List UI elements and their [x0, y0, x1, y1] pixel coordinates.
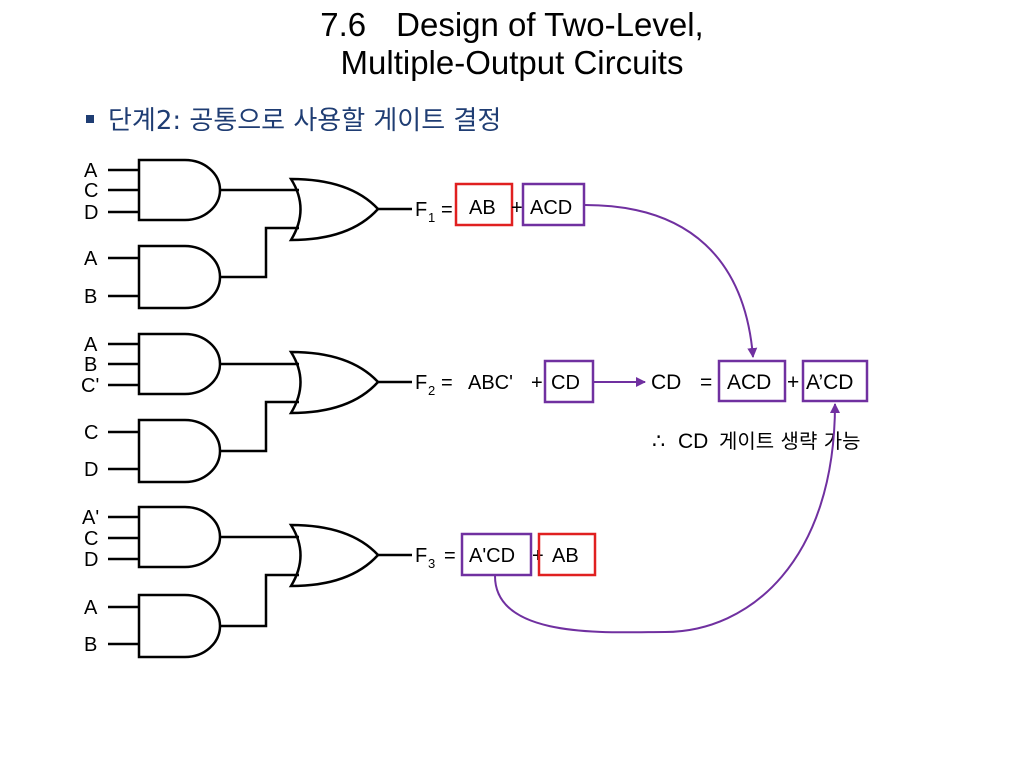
- circuit-f2: [108, 332, 412, 484]
- input-label: B: [84, 634, 97, 656]
- title-line-1: 7.6 Design of Two-Level,: [0, 6, 1024, 44]
- wire: [220, 573, 299, 628]
- input-label: D: [84, 202, 98, 224]
- equals-sign: =: [441, 372, 453, 394]
- term-a-prime-cd: A'CD: [469, 545, 515, 567]
- conclusion: ∴ CD 게이트 생략 가능: [652, 429, 861, 453]
- wire: [220, 400, 299, 453]
- and-gate-2: [137, 418, 222, 484]
- input-label: C: [84, 180, 98, 202]
- term-cd: CD: [551, 372, 580, 394]
- title-line-2: Multiple-Output Circuits: [340, 44, 684, 81]
- and-gate-2: [137, 244, 222, 310]
- circuit-f2-labels: A B C' C D: [81, 334, 99, 481]
- arrow-a-prime-cd-to-expression: [494, 403, 840, 634]
- plus-sign: +: [787, 371, 799, 394]
- section-number: 7.6: [320, 6, 367, 43]
- highlight-box-purple: [801, 359, 869, 403]
- input-label: C: [84, 528, 98, 550]
- conclusion-cd: CD: [678, 430, 708, 453]
- function-name: F: [415, 545, 427, 567]
- cd-expression: CD = ACD + A’CD: [651, 359, 869, 403]
- input-label: C: [84, 422, 98, 444]
- slide-title: 7.6 Design of Two-Level, Multiple-Output …: [0, 6, 1024, 82]
- highlight-box-red: [537, 532, 597, 577]
- term-acd: ACD: [727, 371, 771, 394]
- input-label: D: [84, 549, 98, 571]
- therefore-icon: ∴: [652, 430, 665, 453]
- input-label: A: [84, 160, 98, 182]
- input-label: A': [82, 507, 99, 529]
- arrow-acd-to-expression: [584, 204, 758, 358]
- and-gate-1: [137, 158, 222, 222]
- input-label: D: [84, 459, 98, 481]
- equation-f2: F 2 = ABC' + CD: [415, 359, 595, 404]
- input-label: A: [84, 597, 98, 619]
- circuit-f1-labels: A C D A B: [84, 160, 98, 308]
- bullet-square-icon: [86, 114, 94, 123]
- function-subscript: 1: [428, 210, 435, 225]
- term-ab: AB: [552, 545, 579, 567]
- or-gate: [288, 523, 380, 588]
- title-text-1: Design of Two-Level,: [396, 6, 704, 43]
- term-a-prime-cd: A’CD: [806, 371, 853, 394]
- arrows: [494, 204, 840, 634]
- bullet-point: 단계2: 공통으로 사용할 게이트 결정: [86, 100, 501, 137]
- equation-f3: F 3 = A'CD + AB: [415, 532, 597, 577]
- term-abc-prime: ABC': [468, 372, 513, 394]
- wire: [220, 226, 299, 279]
- circuit-f3-labels: A' C D A B: [82, 507, 99, 656]
- highlight-box-purple: [460, 532, 533, 577]
- plus-sign: +: [511, 197, 523, 219]
- conclusion-text: 게이트 생략 가능: [719, 429, 861, 453]
- and-gate-1: [137, 505, 222, 569]
- input-label: A: [84, 334, 98, 356]
- and-gate-2: [137, 593, 222, 659]
- bullet-text: 단계2: 공통으로 사용할 게이트 결정: [108, 106, 502, 136]
- function-subscript: 3: [428, 556, 435, 571]
- input-label: A: [84, 248, 98, 270]
- function-subscript: 2: [428, 383, 435, 398]
- circuit-f3: [108, 505, 412, 659]
- term-acd: ACD: [530, 197, 572, 219]
- input-label: C': [81, 375, 99, 397]
- equation-f1: F 1 = AB + ACD: [415, 182, 586, 227]
- function-name: F: [415, 199, 427, 221]
- input-label: B: [84, 354, 97, 376]
- equals-sign: =: [444, 545, 456, 567]
- or-gate: [288, 350, 380, 415]
- plus-sign: +: [531, 372, 543, 394]
- circuit-f1: [108, 158, 412, 310]
- cd-lhs: CD: [651, 371, 681, 394]
- or-gate: [288, 177, 380, 242]
- highlight-box-purple: [521, 182, 586, 227]
- and-gate-1: [137, 332, 222, 396]
- equals-sign: =: [700, 371, 712, 394]
- highlight-box-purple: [717, 359, 787, 403]
- input-label: B: [84, 286, 97, 308]
- highlight-box-red: [454, 182, 514, 227]
- function-name: F: [415, 372, 427, 394]
- term-ab: AB: [469, 197, 496, 219]
- equals-sign: =: [441, 199, 453, 221]
